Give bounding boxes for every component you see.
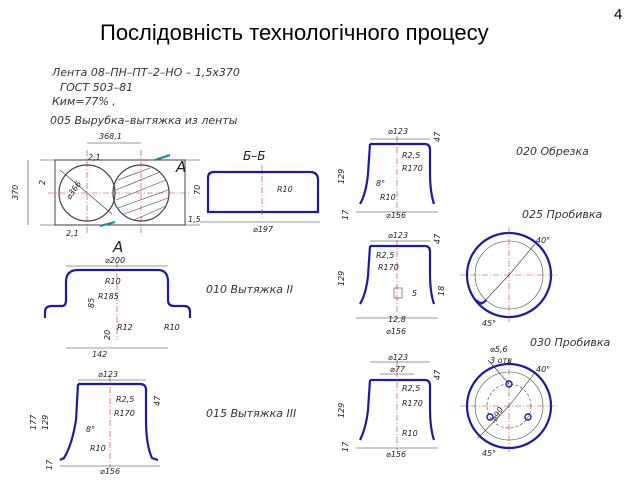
pierce2-bottom-dia: ⌀156 bbox=[386, 450, 406, 459]
draw2-d142: 142 bbox=[92, 350, 107, 359]
trim-h17: 17 bbox=[341, 209, 350, 220]
pierce1-d128: 12,8 bbox=[388, 315, 406, 324]
draw3-h177: 177 bbox=[29, 414, 38, 430]
gost-note: ГОСТ 503–81 bbox=[60, 81, 133, 94]
draw2-r12: R12 bbox=[117, 323, 133, 332]
pierce1-r25: R2,5 bbox=[376, 251, 394, 260]
section-bb-diameter: ⌀197 bbox=[253, 225, 274, 234]
pierce2-holes: 3 отв bbox=[490, 356, 512, 365]
trim-h129: 129 bbox=[337, 169, 346, 184]
pierce1-h129: 129 bbox=[337, 271, 346, 286]
draw3-bottom-dia: ⌀156 bbox=[100, 467, 120, 476]
op025-label: 025 Пробивка bbox=[522, 208, 603, 221]
trim-bottom-dia: ⌀156 bbox=[386, 211, 406, 220]
pierce2-inner-dia: ⌀77 bbox=[390, 365, 406, 374]
pierce2-h17: 17 bbox=[341, 441, 350, 452]
trim-angle: 8° bbox=[376, 179, 385, 188]
strip-width: 370 bbox=[11, 185, 20, 200]
section-bb-label: Б–Б bbox=[243, 149, 265, 163]
section-mark-a: А bbox=[175, 158, 186, 176]
op010-label: 010 Вытяжка II bbox=[206, 283, 293, 296]
pierce2-r25: R2,5 bbox=[402, 384, 420, 393]
strip-material-note: Лента 08–ПН–ПТ–2–НО – 1,5х370 bbox=[51, 66, 240, 79]
draw2-h85: 85 bbox=[87, 298, 96, 308]
trim-r170: R170 bbox=[402, 164, 423, 173]
strip-diameter: ⌀366 bbox=[64, 180, 83, 202]
section-bb-radius: R10 bbox=[277, 185, 293, 194]
draw2-top-dia: ⌀200 bbox=[105, 256, 125, 265]
trim-h47: 47 bbox=[433, 131, 442, 142]
pierce1-r170: R170 bbox=[378, 263, 399, 272]
draw2-r185: R185 bbox=[98, 292, 119, 301]
strip-pitch: 368,1 bbox=[99, 132, 122, 141]
pierce2-d90: ⌀90 bbox=[490, 406, 505, 423]
page-title: Послідовність технологічного процесу bbox=[100, 20, 489, 45]
section-mark-a2: А bbox=[112, 238, 123, 256]
pierce2-h129: 129 bbox=[337, 403, 346, 418]
draw3-h17: 17 bbox=[45, 459, 54, 470]
trim-r25: R2,5 bbox=[402, 151, 420, 160]
draw2-r10a: R10 bbox=[105, 277, 121, 286]
pierce1-h18: 18 bbox=[437, 286, 446, 296]
draw-2-part: ⌀200 R10 R185 85 R12 R10 20 142 bbox=[43, 256, 192, 359]
strip-gap: 2,1 bbox=[88, 153, 101, 162]
pierce1-h47: 47 bbox=[433, 233, 442, 244]
pierce1-bottom-dia: ⌀156 bbox=[386, 327, 406, 336]
op030-label: 030 Пробивка bbox=[530, 336, 611, 349]
pierce1-top-dia: ⌀123 bbox=[388, 231, 408, 240]
pierce1-angle45: 45° bbox=[482, 319, 496, 328]
op015-label: 015 Вытяжка III bbox=[206, 407, 296, 420]
draw2-h20: 20 bbox=[103, 330, 112, 340]
draw2-r10b: R10 bbox=[164, 323, 180, 332]
trim-r10: R10 bbox=[380, 193, 396, 202]
trim-top-dia: ⌀123 bbox=[388, 127, 408, 136]
pierce2-h47: 47 bbox=[433, 369, 442, 380]
pierce2-angle40: 40° bbox=[536, 365, 550, 374]
pierce1-part: ⌀123 47 R2,5 R170 129 18 12,8 ⌀156 5 bbox=[337, 231, 446, 336]
section-bb: Б–Б R10 70 1,5 ⌀197 bbox=[188, 149, 320, 234]
draw3-r170: R170 bbox=[114, 409, 135, 418]
utilization-note: Ким=77% , bbox=[52, 95, 116, 108]
pierce2-hole-dia: ⌀5,6 bbox=[490, 345, 508, 354]
section-bb-thickness: 1,5 bbox=[188, 215, 201, 224]
pierce2-top-dia: ⌀123 bbox=[388, 353, 408, 362]
draw3-r10: R10 bbox=[90, 444, 106, 453]
draw3-h129: 129 bbox=[41, 415, 50, 430]
page-number: 4 bbox=[614, 6, 623, 23]
pierce1-h5: 5 bbox=[412, 289, 417, 298]
strip-edge: 2,1 bbox=[66, 229, 79, 238]
op020-label: 020 Обрезка bbox=[516, 145, 589, 158]
pierce2-part: ⌀123 ⌀77 R2,5 R170 47 129 R10 17 ⌀156 bbox=[337, 353, 442, 459]
draw3-h47: 47 bbox=[153, 395, 162, 406]
op005-label: 005 Вырубка–вытяжка из ленты bbox=[50, 114, 238, 127]
pierce2-r170: R170 bbox=[402, 399, 423, 408]
draw3-angle: 8° bbox=[86, 425, 95, 434]
strip-side: 2 bbox=[38, 180, 47, 185]
pierce1-view: 40° 45° bbox=[460, 228, 558, 328]
pierce2-r10: R10 bbox=[402, 429, 418, 438]
draw3-r25: R2,5 bbox=[116, 395, 134, 404]
draw-3-part: ⌀123 R2,5 R170 47 177 129 17 R10 8° ⌀156 bbox=[29, 370, 162, 476]
draw3-top-dia: ⌀123 bbox=[98, 370, 118, 379]
strip-layout: 368,1 2,1 2,1 370 2 ⌀366 А А bbox=[11, 132, 200, 256]
trim-part: ⌀123 47 R2,5 R170 129 R10 17 ⌀156 8° bbox=[337, 127, 442, 220]
pierce1-angle40: 40° bbox=[536, 236, 550, 245]
pierce2-angle45: 45° bbox=[482, 449, 496, 458]
pierce2-view: ⌀5,6 3 отв 40° 45° ⌀90 bbox=[460, 345, 558, 458]
section-bb-height: 70 bbox=[193, 185, 202, 195]
